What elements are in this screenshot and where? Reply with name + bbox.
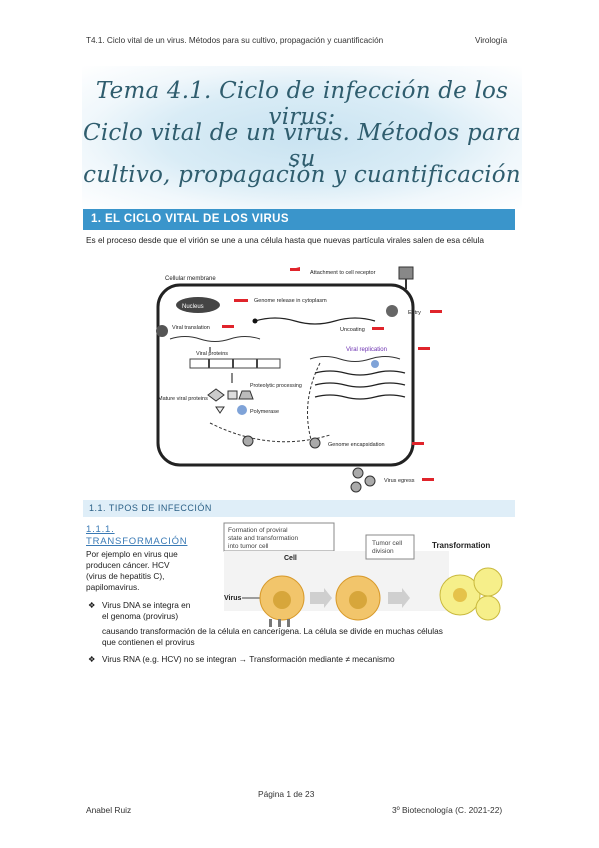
title-background [82, 66, 522, 210]
marker-bar-3 [287, 619, 290, 627]
virus-label: Virus [224, 595, 241, 602]
bullet-1-marker: ❖ [88, 600, 96, 610]
polymerase-shape [237, 405, 247, 415]
mature-protein-shape-1 [207, 388, 225, 402]
section-1-heading: 1. EL CICLO VITAL DE LOS VIRUS [91, 213, 289, 225]
new-genome-strands [314, 370, 406, 400]
uncoating-arrow [372, 327, 384, 330]
capsid-1 [242, 435, 254, 447]
title-line-3: cultivo, propagación y cuantificación [83, 162, 521, 188]
tumor-division-label: Tumor cell division [372, 540, 404, 555]
mature-viral-proteins-label: Mature viral proteins [158, 396, 208, 402]
genome-encapsidation-arrow [412, 442, 424, 445]
bullet-2-marker: ❖ [88, 654, 96, 664]
bullet-1-line-1: Virus DNA se integra en [102, 600, 191, 610]
arrow-1 [310, 588, 332, 608]
infected-nucleus [349, 591, 367, 609]
bullet-1-line-4: que contienen el provirus [102, 637, 195, 647]
para-line-1: Por ejemplo en virus que [86, 549, 178, 559]
arrow-2 [388, 588, 410, 608]
cellular-membrane-label: Cellular membrane [165, 276, 216, 282]
capsid-2 [309, 437, 321, 449]
tumor-division-box [365, 534, 415, 560]
tumor-cells [439, 567, 503, 621]
genome-cap [252, 318, 258, 324]
genome-encapsidation-label: Genome encapsidation [328, 442, 385, 448]
marker-bar-2 [278, 619, 281, 627]
viral-translation-label: Viral translation [172, 325, 210, 331]
attaching-virus [398, 266, 414, 289]
dashed-path-2 [307, 362, 321, 444]
footer-author: Anabel Ruiz [86, 805, 132, 815]
marker-bar-1 [269, 619, 272, 627]
attachment-label: Attachment to cell receptor [310, 270, 376, 276]
egressing-virions [350, 467, 376, 493]
header-subject: Virología [475, 36, 508, 45]
translation-strand [169, 336, 261, 342]
entry-arrow [430, 310, 442, 313]
viral-life-cycle-diagram: Nucleus Cellular membrane Attachment to … [156, 266, 442, 493]
genome-strand [254, 317, 376, 325]
viral-translation-arrow [222, 325, 234, 328]
viral-proteins-label: Viral proteins [196, 351, 228, 357]
replication-strand [309, 356, 401, 362]
ribosome [156, 325, 168, 337]
title-block: Tema 4.1. Ciclo de infección de los viru… [82, 66, 522, 210]
page-number: Página 1 de 23 [258, 789, 315, 799]
mature-protein-shape-3 [238, 390, 254, 400]
nucleus-label: Nucleus [182, 304, 204, 310]
nucleus [176, 297, 220, 313]
transformation-label: Transformation [432, 541, 490, 550]
bullet-1-continuation: causando transformación de la célula en … [102, 626, 522, 648]
section-1-heading-bar: 1. EL CICLO VITAL DE LOS VIRUS [83, 209, 515, 230]
polymerase-label: Polymerase [250, 409, 279, 415]
section-1-1-heading-bar: 1.1. TIPOS DE INFECCIÓN [83, 500, 515, 517]
footer-course: 3º Biotecnología (C. 2021-22) [392, 805, 503, 815]
uncoating-label: Uncoating [340, 327, 365, 333]
attachment-arrow-bar [290, 268, 300, 271]
replication-polymerase [371, 360, 379, 368]
title-line-2: Ciclo vital de un virus. Métodos para su [83, 120, 521, 172]
viral-replication-arrow [418, 347, 430, 350]
bullet-1-line-2: el genoma (provirus) [102, 611, 179, 621]
polyprotein-bar [189, 358, 281, 369]
entry-label: Entry [408, 310, 421, 316]
mature-protein-shape-2 [227, 390, 238, 400]
section-1-1-heading: 1.1. TIPOS DE INFECCIÓN [89, 503, 212, 513]
para-line-2: producen cáncer. HCV [86, 560, 170, 570]
section-1-1-1-number: 1.1.1. [86, 524, 115, 535]
cell-label: Cell [284, 555, 297, 562]
proteolytic-label: Proteolytic processing [250, 383, 302, 389]
proviral-state-label: Formation of proviral state and transfor… [228, 527, 300, 550]
cellular-membrane [156, 283, 415, 467]
bullet-1-start: Virus DNA se integra en el genoma (provi… [102, 600, 222, 622]
bullet-1-line-3: causando transformación de la célula en … [102, 626, 443, 636]
genome-release-label: Genome release in cytoplasm [254, 298, 327, 304]
proviral-state-box [223, 522, 335, 552]
genome-release-arrow [234, 299, 248, 302]
virus-egress-arrow [422, 478, 434, 481]
dashed-path-1 [209, 422, 331, 443]
section-1-1-1-title: TRANSFORMACIÓN [86, 536, 188, 547]
header-title: T4.1. Ciclo vital de un virus. Métodos p… [86, 36, 384, 45]
title-line-1: Tema 4.1. Ciclo de infección de los viru… [95, 78, 509, 130]
section-1-paragraph: Es el proceso desde que el virión se une… [86, 235, 485, 245]
section-1-1-1-paragraph: Por ejemplo en virus que producen cáncer… [86, 549, 206, 593]
viral-replication-label: Viral replication [346, 347, 387, 353]
virus-egress-label: Virus egress [384, 478, 415, 484]
para-line-4: papilomavirus. [86, 582, 140, 592]
transformation-diagram: Formation of proviral state and transfor… [223, 522, 503, 627]
host-nucleus [273, 591, 291, 609]
para-line-3: (virus de hepatitis C), [86, 571, 165, 581]
entering-virus [386, 305, 398, 317]
mature-protein-shape-4 [215, 406, 225, 414]
bullet-2: Virus RNA (e.g. HCV) no se integran → Tr… [102, 654, 395, 664]
